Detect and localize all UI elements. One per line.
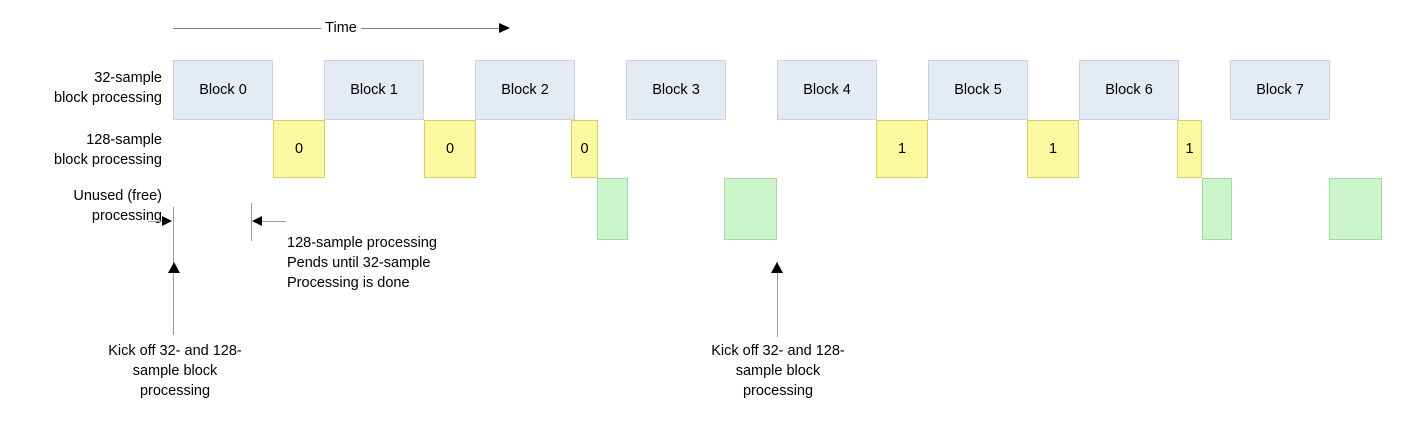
dimension-arrow-right-icon — [162, 216, 172, 226]
block-128-0[interactable]: 0 — [273, 120, 325, 178]
block-32-6[interactable]: Block 6 — [1079, 60, 1179, 120]
block-unused-2[interactable] — [1202, 178, 1232, 240]
time-axis: Time — [173, 18, 510, 38]
time-axis-label: Time — [321, 18, 361, 38]
dimension-line-left — [148, 221, 162, 222]
annotation-kickoff-1: Kick off 32- and 128- sample block proce… — [108, 343, 242, 399]
block-32-7[interactable]: Block 7 — [1230, 60, 1330, 120]
block-128-1[interactable]: 0 — [424, 120, 476, 178]
block-32-0[interactable]: Block 0 — [173, 60, 273, 120]
block-32-2[interactable]: Block 2 — [475, 60, 575, 120]
block-unused-3[interactable] — [1329, 178, 1382, 240]
block-128-2[interactable]: 0 — [571, 120, 598, 178]
block-32-3[interactable]: Block 3 — [626, 60, 726, 120]
block-32-1[interactable]: Block 1 — [324, 60, 424, 120]
block-unused-1[interactable] — [724, 178, 777, 240]
row-label-128-sample: 128-sample block processing — [54, 132, 162, 168]
block-128-3[interactable]: 1 — [876, 120, 928, 178]
annotation-pend-note: 128-sample processing Pends until 32-sam… — [287, 235, 437, 291]
block-unused-0[interactable] — [597, 178, 628, 240]
dimension-line-right — [262, 221, 286, 222]
kickoff-arrow-up-icon-1 — [168, 262, 180, 273]
kickoff-leader-line-2 — [777, 262, 778, 337]
block-128-5[interactable]: 1 — [1177, 120, 1202, 178]
block-128-4[interactable]: 1 — [1027, 120, 1079, 178]
time-arrow-icon — [499, 23, 510, 33]
pend-tick-line — [251, 203, 252, 241]
dimension-arrow-left-icon — [252, 216, 262, 226]
annotation-kickoff-2: Kick off 32- and 128- sample block proce… — [711, 343, 845, 399]
kickoff-arrow-up-icon-2 — [771, 262, 783, 273]
block-32-5[interactable]: Block 5 — [928, 60, 1028, 120]
row-label-32-sample: 32-sample block processing — [54, 70, 162, 106]
block-32-4[interactable]: Block 4 — [777, 60, 877, 120]
row-label-unused: Unused (free) processing — [73, 188, 162, 224]
